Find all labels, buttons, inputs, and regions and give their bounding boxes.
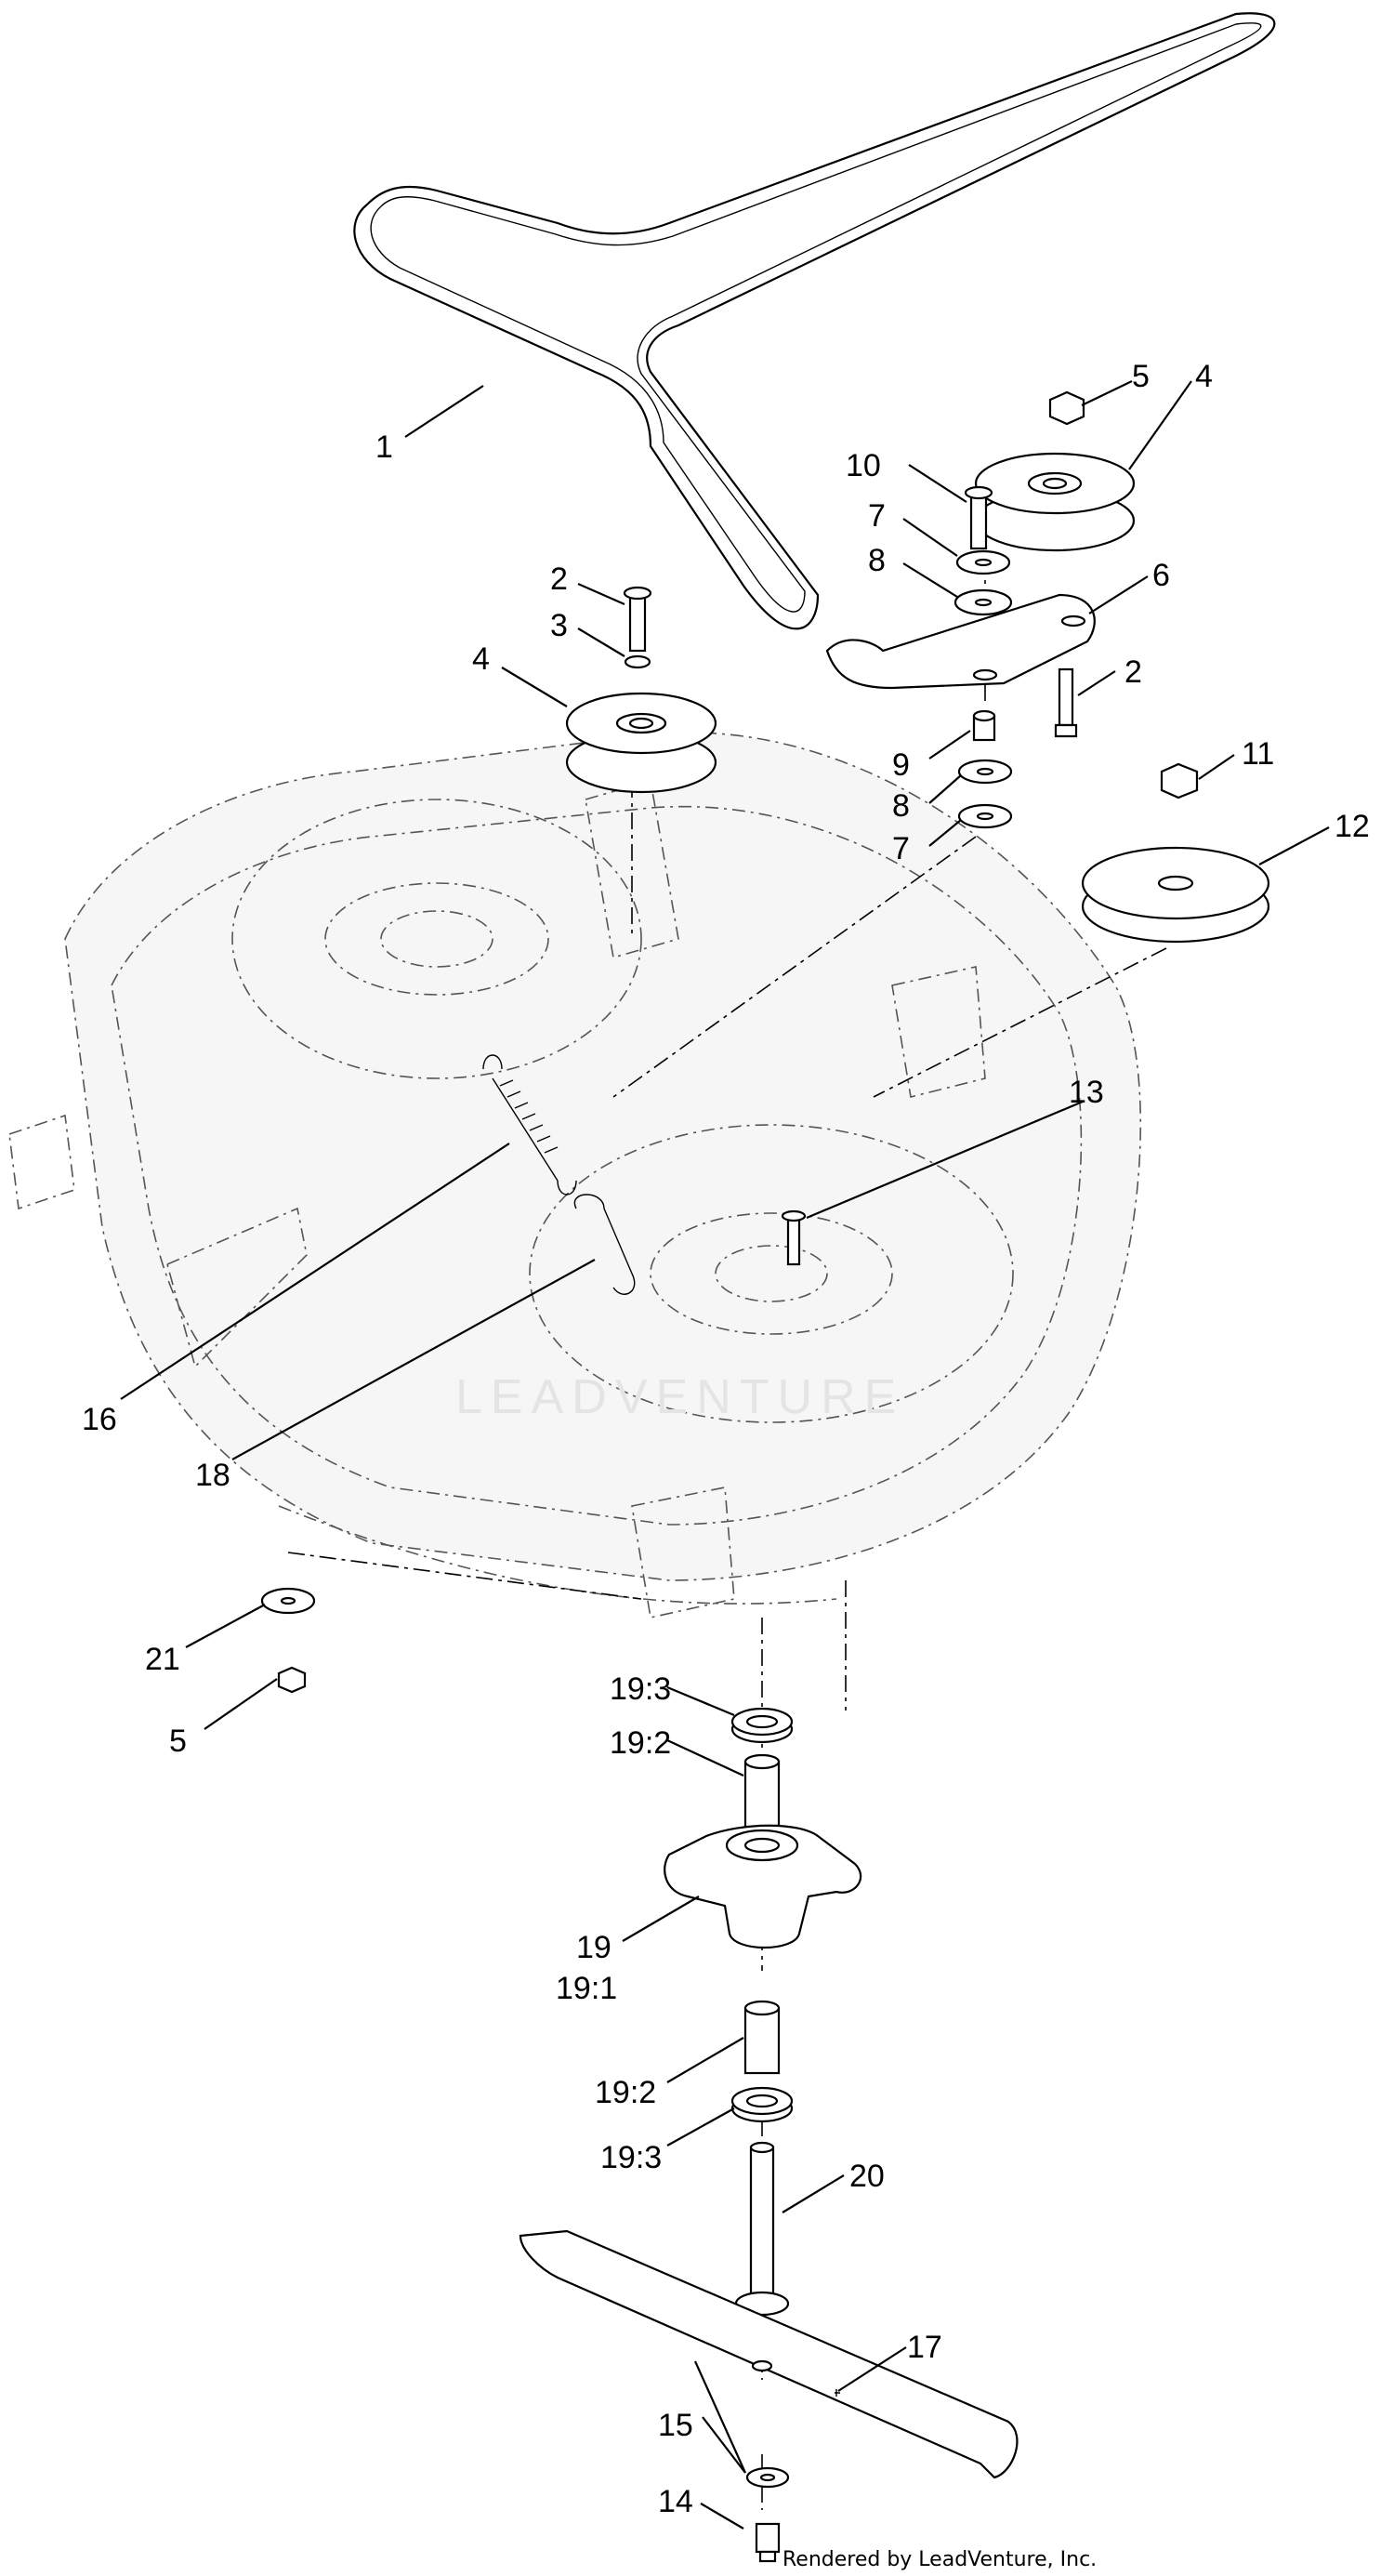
callout-6: 6 — [1152, 558, 1170, 593]
washer-15 — [745, 2466, 790, 2489]
spindle-pulley-12 — [1081, 846, 1270, 944]
callout-19-2: 19:2 — [595, 2075, 656, 2110]
nut-5b — [277, 1666, 307, 1694]
callout-4: 4 — [472, 641, 490, 677]
spindle-shaft-20 — [734, 2141, 790, 2317]
callout-16: 16 — [82, 1402, 117, 1437]
bearing-19-3a — [730, 1707, 794, 1744]
callout-20: 20 — [849, 2159, 885, 2194]
callout-15: 15 — [658, 2408, 693, 2443]
callout-18: 18 — [195, 1458, 230, 1493]
watermark: LEADVENTURE — [455, 1370, 904, 1424]
callout-5: 5 — [1132, 359, 1150, 394]
belt — [353, 12, 1276, 630]
bolt-10 — [964, 485, 993, 550]
spacer-19-2b — [743, 2000, 781, 2075]
callout-21: 21 — [145, 1642, 180, 1677]
callout-7: 7 — [892, 831, 910, 866]
spindle-housing-19 — [664, 1824, 862, 1949]
mower-deck — [8, 732, 1141, 1618]
spacer-19-2a — [743, 1753, 781, 1829]
leader-lines — [120, 380, 1330, 2530]
washer-3 — [624, 654, 651, 669]
callout-7: 7 — [868, 498, 886, 534]
idler-pulley-left — [565, 692, 717, 794]
bolt-2b — [1054, 667, 1078, 738]
callout-14: 14 — [658, 2484, 693, 2519]
callout-19-1: 19:1 — [556, 1971, 617, 2006]
callout-3: 3 — [550, 608, 568, 643]
spacer-9 — [972, 709, 996, 742]
callout-19-3: 19:3 — [600, 2140, 662, 2175]
washer-8b — [957, 759, 1013, 785]
callout-8: 8 — [868, 543, 886, 578]
callout-8: 8 — [892, 788, 910, 824]
idler-arm — [825, 593, 1096, 690]
callout-17: 17 — [907, 2330, 942, 2365]
callout-19-3: 19:3 — [610, 1671, 671, 1707]
callout-2: 2 — [1124, 654, 1142, 690]
callout-19-2: 19:2 — [610, 1725, 671, 1761]
spring-16 — [482, 1054, 577, 1196]
nut-11 — [1160, 762, 1199, 799]
washer-7b — [957, 803, 1013, 829]
bearing-19-3b — [730, 2086, 794, 2123]
washer-8a — [953, 588, 1013, 616]
callout-13: 13 — [1069, 1075, 1104, 1110]
nut-top — [1048, 390, 1085, 426]
bolt-2a — [623, 586, 652, 653]
callout-12: 12 — [1335, 809, 1370, 844]
bolt-14 — [755, 2522, 781, 2563]
idler-pulley-right — [974, 452, 1136, 552]
callout-9: 9 — [892, 747, 910, 783]
callout-10: 10 — [846, 448, 881, 483]
hook-18 — [573, 1194, 636, 1295]
callout-5: 5 — [169, 1724, 187, 1759]
callout-4: 4 — [1195, 359, 1213, 394]
blade-17 — [519, 2229, 1019, 2479]
callout-2: 2 — [550, 561, 568, 597]
washer-21 — [260, 1587, 316, 1615]
callout-1: 1 — [375, 429, 393, 465]
bolt-13 — [781, 1209, 807, 1266]
washer-7a — [955, 549, 1011, 575]
callout-11: 11 — [1242, 736, 1274, 772]
footer-credit: Rendered by LeadVenture, Inc. — [782, 2548, 1097, 2571]
callout-labels: 1 2 3 4 5 4 10 7 8 6 2 9 8 7 11 12 13 16… — [82, 359, 1370, 2519]
callout-19: 19 — [576, 1930, 612, 1965]
